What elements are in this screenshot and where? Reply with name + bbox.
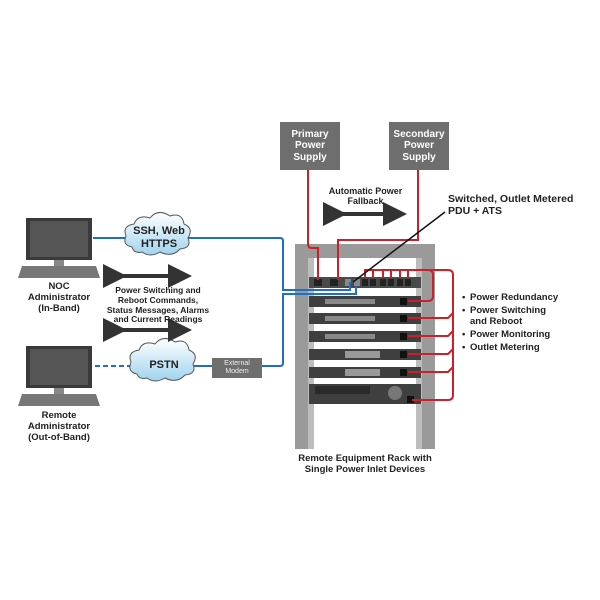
commands-line2: Reboot Commands, — [117, 294, 199, 305]
feature-item: Power Monitoring — [462, 329, 560, 341]
feature-item: Outlet Metering — [462, 342, 560, 354]
rack-label-line2: Single Power Inlet Devices — [304, 463, 426, 475]
external-modem: External Modem — [212, 358, 262, 378]
remote-computer-icon — [18, 346, 100, 406]
modem-line2: Modem — [225, 368, 249, 375]
pstn-cloud-label: PSTN — [149, 359, 179, 371]
secondary-power-supply: Secondary Power Supply — [389, 122, 449, 170]
noc-label-line2: Administrator — [27, 291, 91, 303]
ssh-label-line1: SSH, Web — [133, 225, 185, 237]
pdu-pointer-line — [352, 211, 446, 283]
noc-label-line3: (In-Band) — [38, 302, 80, 314]
feature-item: Power Redundancy — [462, 292, 560, 304]
remote-label-line1: Remote — [41, 410, 77, 421]
pdu-label: Switched, Outlet Metered PDU + ATS — [448, 193, 574, 218]
commands-line4: and Current Readings — [113, 314, 203, 325]
remote-label-line3: (Out-of-Band) — [28, 431, 90, 443]
rack-label: Remote Equipment Rack with Single Power … — [280, 453, 450, 476]
noc-computer-icon — [18, 218, 100, 278]
noc-label-line1: NOC — [48, 281, 70, 292]
ssh-label-line2: HTTPS — [140, 237, 178, 250]
modem-line1: External — [224, 359, 250, 367]
features-list: Power Redundancy Power Switching and Reb… — [462, 292, 560, 356]
ssh-cloud-label: SSH, Web HTTPS — [132, 225, 186, 250]
rack-server — [309, 367, 421, 378]
commands-line3: Status Messages, Alarms — [106, 304, 210, 315]
commands-line1: Power Switching and — [115, 285, 201, 295]
rack-server-large — [309, 384, 421, 404]
remote-label: Remote Administrator (Out-of-Band) — [14, 410, 104, 444]
rack-switch — [309, 296, 421, 307]
noc-label: NOC Administrator (In-Band) — [14, 281, 104, 315]
primary-power-supply-label: Primary Power Supply — [291, 128, 329, 163]
primary-power-supply: Primary Power Supply — [280, 122, 340, 170]
pdu-unit — [309, 277, 421, 288]
power-feed-lines — [307, 170, 454, 401]
fallback-label: Automatic Power Fallback — [328, 186, 403, 207]
rack-switch — [309, 313, 421, 324]
commands-text: Power Switching and Reboot Commands, Sta… — [98, 285, 218, 325]
secondary-power-supply-label: Secondary Power Supply — [393, 128, 445, 163]
remote-label-line2: Administrator — [27, 420, 91, 432]
feature-item: Power Switching and Reboot — [462, 305, 560, 328]
rack-server — [309, 349, 421, 360]
cloud-ssh — [124, 212, 191, 256]
cloud-pstn — [129, 338, 196, 382]
rack-switch — [309, 331, 421, 342]
rack-label-line1: Remote Equipment Rack with — [298, 453, 432, 464]
